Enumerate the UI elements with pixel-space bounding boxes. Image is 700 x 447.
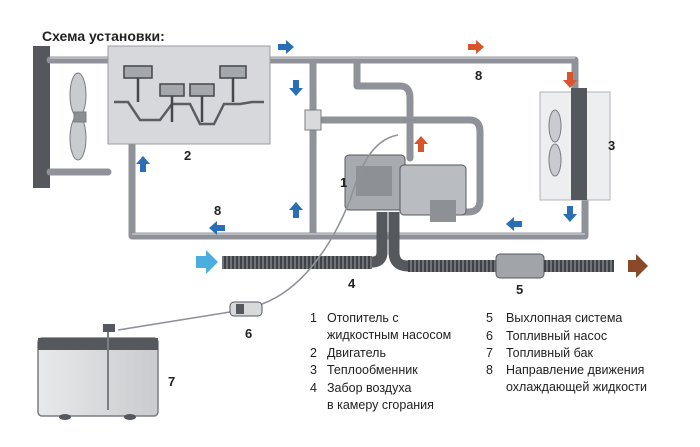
heater-unit <box>344 154 467 222</box>
arrow-right-icon <box>278 40 294 54</box>
legend-number: 7 <box>486 346 493 360</box>
engine <box>107 45 271 145</box>
legend-number: 4 <box>310 381 317 395</box>
air-intake-hose <box>222 212 388 269</box>
arrow-up-icon <box>414 136 428 152</box>
legend-number: 2 <box>310 346 317 360</box>
fuel-pump <box>229 301 263 317</box>
label-heater: 1 <box>340 175 348 190</box>
diagram-title: Схема установки: <box>42 28 165 44</box>
label-intake: 4 <box>348 276 356 291</box>
legend-item-heater: Отопитель с жидкостным насосом <box>327 310 451 344</box>
fuel-tank <box>37 324 159 420</box>
legend-text: Отопитель с <box>327 311 399 325</box>
label-pump: 6 <box>245 326 253 341</box>
legend-item-pump: Топливный насос <box>506 329 608 343</box>
heat-exchanger <box>539 88 611 201</box>
label-flow-bottom: 8 <box>214 203 222 218</box>
valve <box>304 109 322 131</box>
legend-item-tank: Топливный бак <box>506 346 593 360</box>
legend-item-flow: Направление движения охлаждающей жидкост… <box>506 362 647 396</box>
arrow-down-icon <box>563 72 577 88</box>
legend-text: в камеру сгорания <box>327 398 434 412</box>
legend-text: охлаждающей жидкости <box>506 380 647 394</box>
blue-flow-arrows <box>136 40 577 235</box>
legend-number: 5 <box>486 311 493 325</box>
arrow-up-icon <box>289 202 303 218</box>
legend-number: 8 <box>486 363 493 377</box>
legend-text: Направление движения <box>506 363 645 377</box>
air-in-arrow-icon <box>196 250 218 274</box>
label-exhaust: 5 <box>516 282 524 297</box>
arrow-down-icon <box>289 80 303 96</box>
fan-left <box>69 72 87 161</box>
arrow-up-icon <box>136 156 150 172</box>
legend-text: Забор воздуха <box>327 381 412 395</box>
fuel-lines <box>117 134 399 331</box>
legend-text: жидкостным насосом <box>327 328 452 342</box>
red-flow-arrows <box>414 40 577 152</box>
legend-item-intake: Забор воздуха в камеру сгорания <box>327 380 434 414</box>
legend-item-engine: Двигатель <box>327 346 386 360</box>
arrow-left-icon <box>506 217 522 231</box>
label-tank: 7 <box>168 374 176 389</box>
label-exchanger: 3 <box>608 138 616 153</box>
exhaust-system <box>388 212 614 279</box>
arrow-left-icon <box>209 221 225 235</box>
legend-item-exchanger: Теплообменник <box>327 363 418 377</box>
label-flow-top: 8 <box>475 68 483 83</box>
exhaust-out-arrow-icon <box>628 254 648 278</box>
legend-item-exhaust: Выхлопная система <box>506 311 623 325</box>
arrow-down-icon <box>563 206 577 222</box>
label-engine: 2 <box>184 148 192 163</box>
legend-number: 6 <box>486 329 493 343</box>
radiator <box>33 46 50 188</box>
legend-number: 1 <box>310 311 317 325</box>
arrow-right-icon <box>468 40 484 54</box>
legend-number: 3 <box>310 363 317 377</box>
